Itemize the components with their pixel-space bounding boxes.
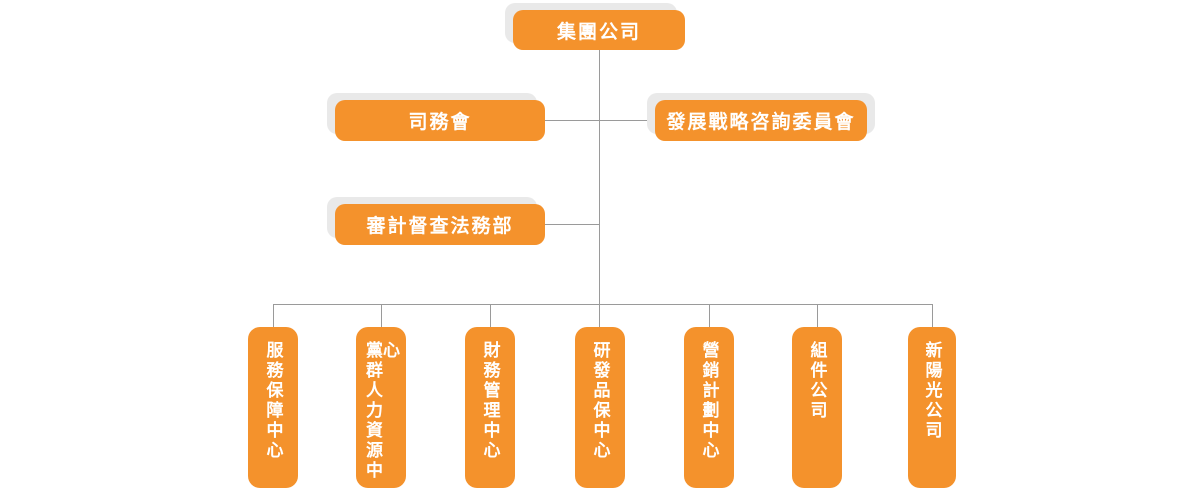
org-box-label: 研發品保中心 xyxy=(590,341,610,461)
org-box-finance-center: 財務管理中心 xyxy=(465,327,515,488)
connector-stub xyxy=(599,304,600,327)
org-box-rnd-qa-center: 研發品保中心 xyxy=(575,327,625,488)
org-box-party-hr-center: 黨群人力資源中心 xyxy=(356,327,406,488)
org-box-strategy-committee: 發展戰略咨詢委員會 xyxy=(655,100,867,141)
connector-stub xyxy=(932,304,933,327)
org-box-council: 司務會 xyxy=(335,100,545,141)
org-box-label: 黨群人力資源中心 xyxy=(363,341,399,481)
connector-stub xyxy=(817,304,818,327)
org-box-label: 司務會 xyxy=(408,112,472,133)
org-box-label: 營銷計劃中心 xyxy=(699,341,719,461)
org-box-label: 發展戰略咨詢委員會 xyxy=(666,112,856,133)
connector-main-vertical xyxy=(599,50,600,304)
org-box-new-sunshine-company: 新陽光公司 xyxy=(908,327,956,488)
connector-level2-horizontal xyxy=(545,120,655,121)
org-box-label: 新陽光公司 xyxy=(922,341,942,441)
org-box-label: 審計督查法務部 xyxy=(366,216,514,237)
connector-distribution-horizontal xyxy=(273,304,933,305)
org-box-group-company: 集團公司 xyxy=(513,10,685,50)
org-box-component-company: 組件公司 xyxy=(792,327,842,488)
org-box-label: 組件公司 xyxy=(807,341,827,421)
org-box-label: 集團公司 xyxy=(556,21,641,43)
org-box-label: 服務保障中心 xyxy=(263,341,283,461)
org-box-audit-legal-dept: 審計督查法務部 xyxy=(335,204,545,245)
connector-stub xyxy=(709,304,710,327)
org-box-marketing-planning-center: 營銷計劃中心 xyxy=(684,327,734,488)
connector-stub xyxy=(273,304,274,327)
org-box-label: 財務管理中心 xyxy=(480,341,500,461)
connector-stub xyxy=(490,304,491,327)
org-box-service-support-center: 服務保障中心 xyxy=(248,327,298,488)
connector-stub xyxy=(381,304,382,327)
connector-level3-horizontal xyxy=(545,224,599,225)
